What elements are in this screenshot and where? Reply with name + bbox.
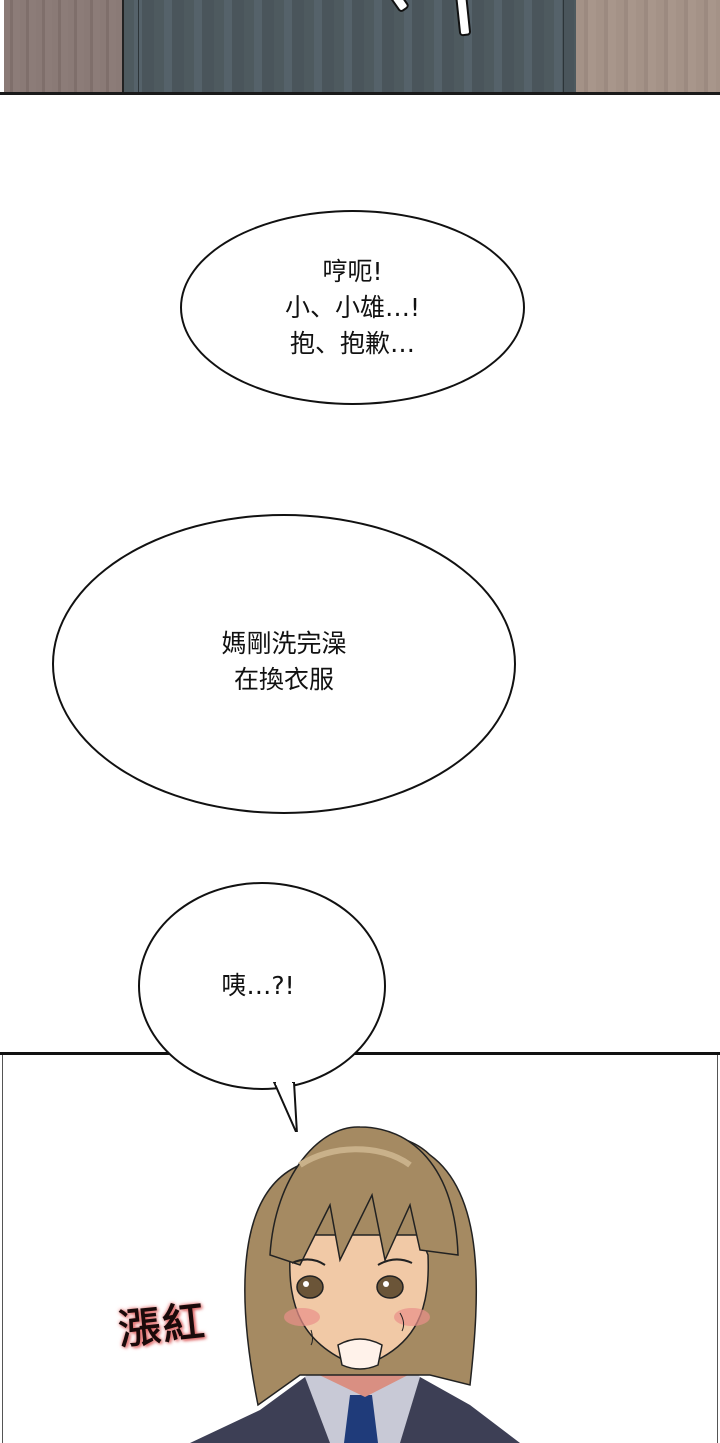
speech-bubble-1: 哼呃! 小、小雄…! 抱、抱歉… [180, 210, 525, 405]
bubble-3-tail [272, 1082, 298, 1132]
speech-bubble-3: 咦…?! [138, 882, 386, 1090]
speech-bubble-2: 媽剛洗完澡 在換衣服 [52, 514, 516, 814]
character-illustration [190, 1126, 520, 1443]
left-wall [4, 0, 122, 92]
sfx-blush-text: 漲紅 [115, 1296, 209, 1355]
bottom-panel [0, 1052, 720, 1443]
door-inner-frame [138, 0, 564, 92]
top-panel [0, 0, 720, 95]
door [122, 0, 580, 92]
bubble-1-text: 哼呃! 小、小雄…! 抱、抱歉… [284, 256, 421, 358]
right-wall [576, 0, 720, 92]
bubble-3-text: 咦…?! [221, 971, 295, 1000]
bubble-2-text: 媽剛洗完澡 在換衣服 [221, 629, 347, 694]
